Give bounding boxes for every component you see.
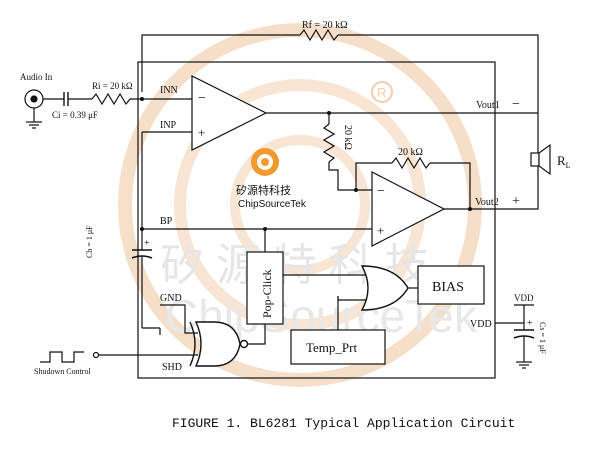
r-vertical: [322, 113, 372, 191]
opamp-2-icon: [371, 171, 446, 247]
pin-gnd-label: GND: [160, 293, 182, 304]
rf-feedback: [141, 28, 539, 108]
registered-mark-icon: [371, 81, 393, 103]
pulse-waveform-icon: [40, 351, 84, 363]
rf-label: Rf = 20 kΩ: [302, 20, 348, 31]
rl-label: RL: [557, 153, 571, 170]
cs-capacitor: [513, 304, 535, 369]
opamp1-minus-sign: −: [198, 91, 206, 106]
cs-label: Cs = 1 μF: [538, 322, 547, 354]
logo-en-text: ChipSourceTek: [238, 199, 307, 210]
audio-in-connector: [24, 89, 64, 129]
cb-label: Cb = 1 μF: [85, 225, 94, 258]
xnor-gate-icon: [189, 321, 249, 367]
pin-vout2-label: Vout2: [475, 197, 499, 208]
pin-inn-label: INN: [160, 85, 178, 96]
shutdown-label: Shudown Control: [34, 367, 91, 376]
pin-vdd-label: VDD: [470, 319, 492, 330]
rf-resistor-icon: [299, 28, 339, 42]
vdd-ext-label: VDD: [514, 293, 534, 303]
temp-prt-label: Temp_Prt: [306, 340, 357, 355]
pop-click-label: Pop-Click: [260, 269, 274, 318]
cb-plus-sign: +: [144, 238, 150, 249]
r-horizontal-label: 20 kΩ: [398, 147, 423, 158]
audio-in-label: Audio In: [20, 72, 53, 82]
pin-shd-label: SHD: [162, 362, 182, 373]
pin-inp-label: INP: [160, 120, 177, 131]
speaker-icon: [530, 108, 551, 176]
bias-block: [417, 265, 485, 305]
company-logo: 矽源特科技 ChipSourceTek: [236, 148, 307, 210]
r-vertical-resistor-icon: [322, 123, 336, 163]
shutdown-control: [40, 351, 198, 363]
ci-capacitor-icon: [63, 92, 92, 106]
opamp2-minus-sign: −: [377, 184, 385, 199]
pop-click-block: [246, 251, 284, 325]
r-horizontal-resistor-icon: [391, 156, 431, 170]
ri-resistor-icon: [91, 92, 131, 106]
figure-caption: FIGURE 1. BL6281 Typical Application Cir…: [172, 416, 515, 431]
opamp2-plus-sign: +: [377, 223, 384, 238]
ri-label: Ri = 20 kΩ: [92, 81, 133, 91]
logo-cn-text: 矽源特科技: [236, 183, 291, 197]
opamp1-plus-sign: +: [198, 125, 205, 140]
opamp-1-icon: [191, 75, 268, 151]
pin-bp-label: BP: [160, 216, 173, 227]
cs-plus-sign: +: [527, 318, 533, 329]
out-plus-sign: +: [512, 194, 520, 209]
or-gate-icon: [360, 265, 409, 311]
svg-text:R: R: [377, 85, 386, 100]
out-minus-sign: −: [512, 97, 520, 112]
watermark: 矽 源 特 科 技 ChipSourceTek R: [118, 23, 482, 387]
pin-vout1-label: Vout1: [476, 100, 500, 111]
ic-outline: [137, 61, 496, 379]
cb-capacitor: [131, 229, 153, 328]
r-vertical-label: 20 kΩ: [342, 125, 353, 150]
r-horizontal: [355, 156, 471, 207]
bias-label: BIAS: [432, 280, 464, 295]
ci-label: Ci = 0.39 μF: [52, 110, 98, 120]
temp-prt-block: [290, 329, 386, 365]
